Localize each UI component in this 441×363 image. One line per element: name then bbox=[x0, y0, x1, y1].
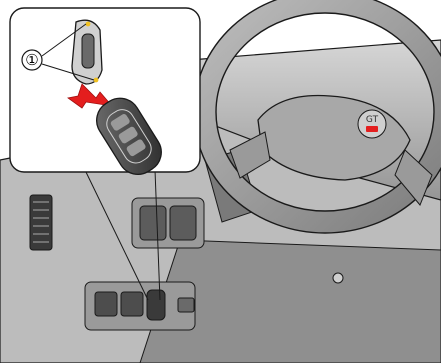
brand-badge-text: GT bbox=[366, 115, 379, 125]
slot-marker-bottom bbox=[94, 78, 99, 83]
lower-switch-cluster bbox=[85, 282, 195, 330]
slot-marker-top bbox=[86, 22, 91, 27]
small-round-button bbox=[333, 273, 343, 283]
callout-number: ① bbox=[25, 51, 38, 69]
key-slot bbox=[147, 290, 165, 320]
mirror-switch-panel bbox=[132, 198, 204, 248]
inset-detail-panel: ① bbox=[10, 8, 200, 182]
air-vent bbox=[30, 195, 52, 250]
